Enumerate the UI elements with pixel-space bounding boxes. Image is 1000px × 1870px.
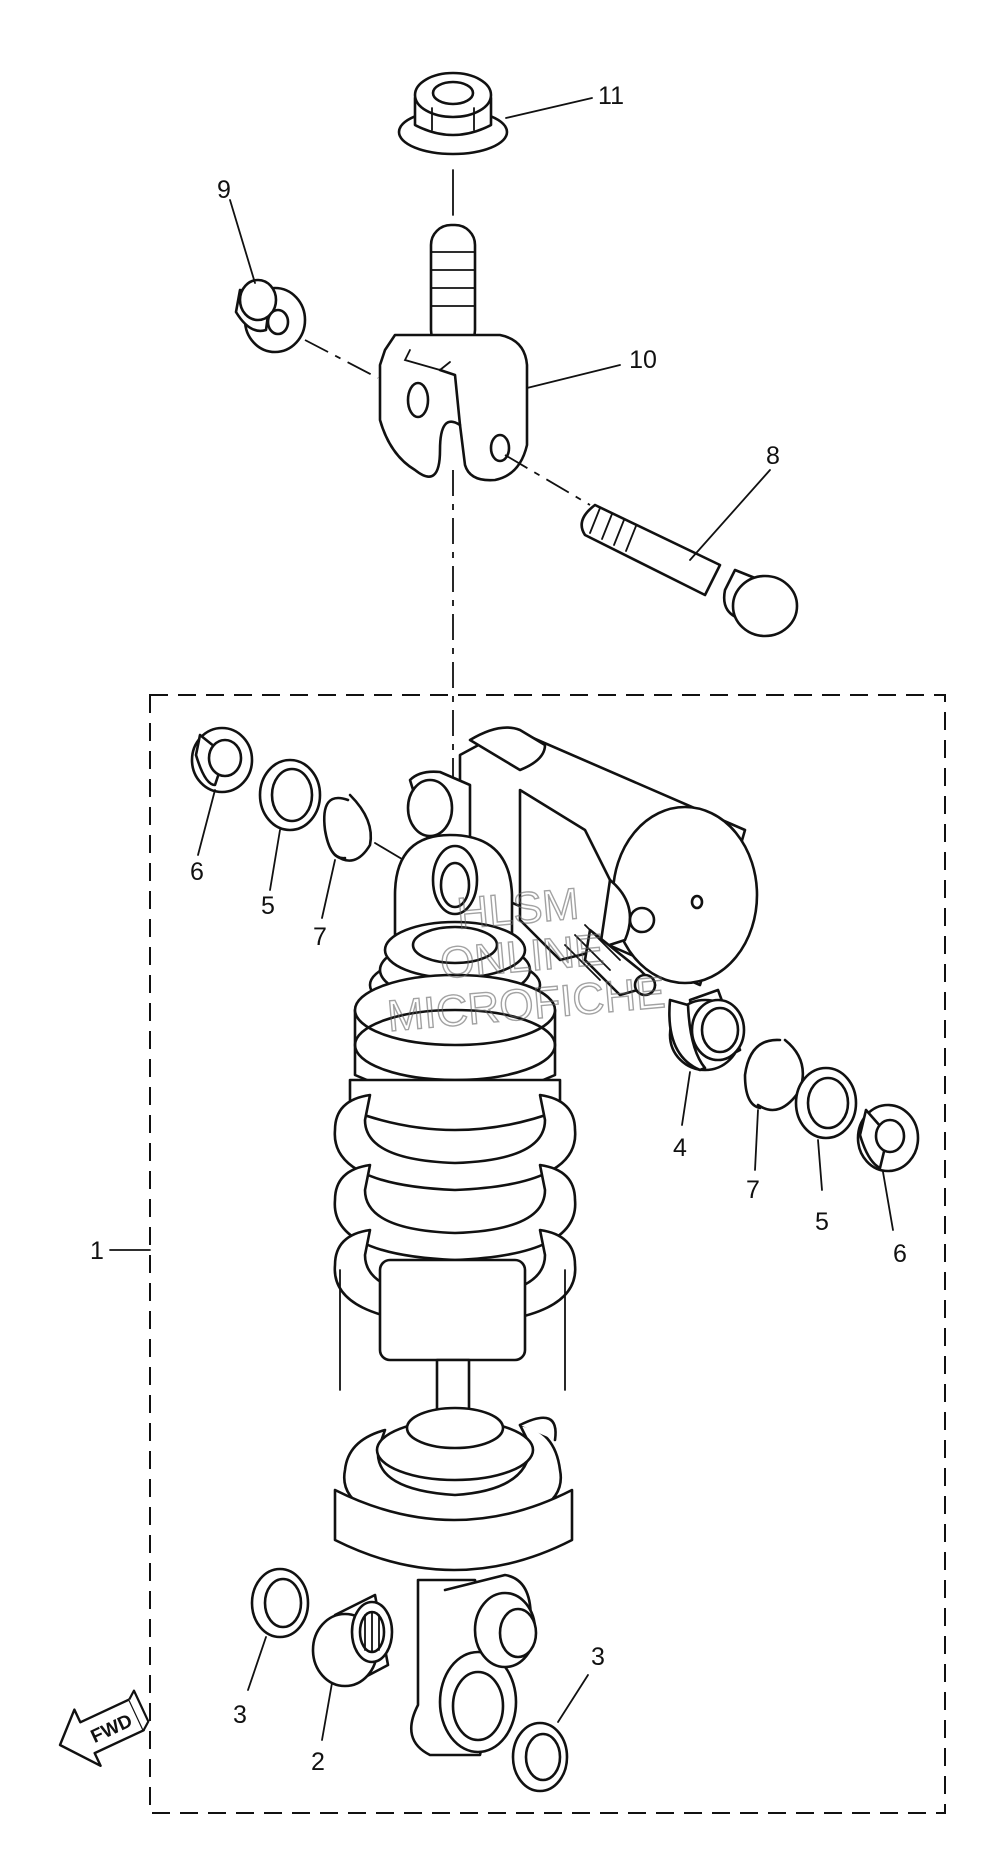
label-6-lower: 6 xyxy=(893,1240,907,1268)
leader-3-left xyxy=(247,1636,267,1691)
svg-text:HLSM: HLSM xyxy=(455,879,581,938)
label-9: 9 xyxy=(217,176,231,204)
leader-5-upper xyxy=(269,829,281,891)
part-10-clevis-bracket[interactable] xyxy=(378,223,529,482)
leader-2 xyxy=(321,1682,333,1741)
part-7-circlip-upper[interactable] xyxy=(322,793,373,862)
label-5-lower: 5 xyxy=(815,1208,829,1236)
part-8-bolt[interactable] xyxy=(580,503,799,638)
leader-10 xyxy=(526,364,621,389)
label-1: 1 xyxy=(90,1237,104,1265)
leader-7-lower xyxy=(754,1109,759,1171)
label-7-lower: 7 xyxy=(746,1176,760,1204)
leader-4 xyxy=(681,1071,691,1126)
part-3-oil-seal-left[interactable] xyxy=(250,1567,310,1639)
part-4-bushing[interactable] xyxy=(668,988,746,1072)
label-6-upper: 6 xyxy=(190,858,204,886)
part-1-shock-absorber[interactable] xyxy=(333,726,759,1757)
fwd-arrow-icon: FWD xyxy=(58,1689,150,1767)
leader-11 xyxy=(505,97,593,119)
leader-6-lower xyxy=(882,1171,894,1231)
label-5-upper: 5 xyxy=(261,892,275,920)
assembly-boundary-box xyxy=(149,694,946,1814)
part-7-circlip-lower[interactable] xyxy=(743,1038,805,1112)
label-4: 4 xyxy=(673,1134,687,1162)
part-3-oil-seal-right[interactable] xyxy=(511,1721,569,1793)
part-6-collar-lower[interactable] xyxy=(856,1103,920,1173)
part-6-collar-upper[interactable] xyxy=(190,726,254,794)
axis-line-9 xyxy=(304,339,379,379)
label-3-left: 3 xyxy=(233,1701,247,1729)
label-8: 8 xyxy=(766,442,780,470)
leader-5-lower xyxy=(817,1139,823,1191)
leader-6-upper xyxy=(197,789,216,856)
label-2: 2 xyxy=(311,1748,325,1776)
leader-9 xyxy=(229,199,256,284)
part-5-oil-seal-lower[interactable] xyxy=(794,1066,858,1140)
leader-8 xyxy=(689,469,771,561)
part-5-oil-seal-upper[interactable] xyxy=(258,758,322,832)
leader-3-right xyxy=(557,1674,589,1723)
label-10: 10 xyxy=(629,346,657,374)
leader-7-upper xyxy=(321,859,336,919)
axis-line-8 xyxy=(504,454,591,506)
part-2-needle-bearing[interactable] xyxy=(311,1593,394,1688)
label-7-upper: 7 xyxy=(313,923,327,951)
label-11: 11 xyxy=(598,82,624,110)
part-11-flange-nut[interactable] xyxy=(397,71,509,156)
label-3-right: 3 xyxy=(591,1643,605,1671)
part-9-nut[interactable] xyxy=(234,278,307,354)
